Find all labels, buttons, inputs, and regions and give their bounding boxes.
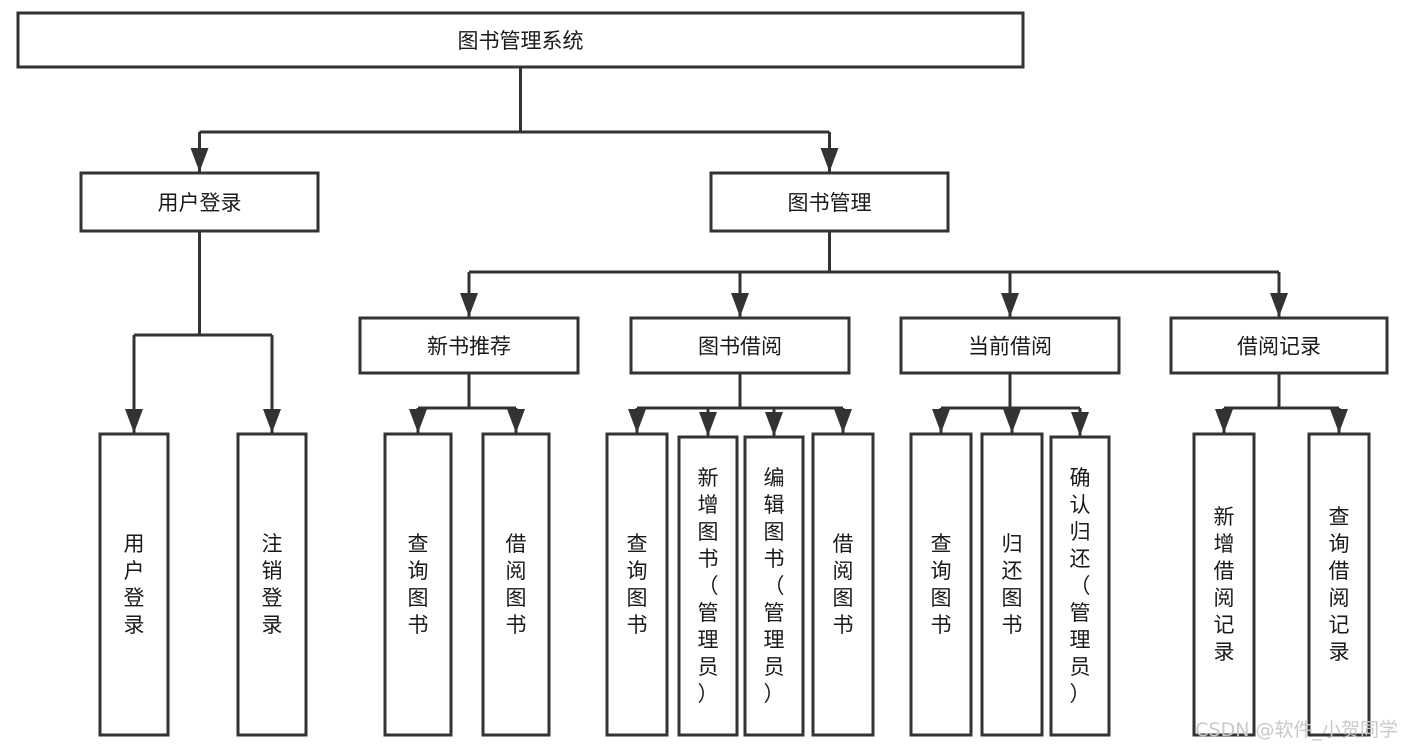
node-编辑图书管理员[interactable]: 编辑图书（管理员） [743,435,805,737]
node-新增图书管理员[interactable]: 新增图书（管理员） [677,435,739,737]
node-label: 新增借阅记录 [1214,505,1235,664]
node-box [98,432,170,737]
node-图书管理系统[interactable]: 图书管理系统 [16,11,1025,69]
node-查询图书[interactable]: 查询图书 [909,432,973,737]
arrow-head-icon [731,293,749,317]
node-box [605,432,669,737]
node-借阅图书[interactable]: 借阅图书 [811,432,875,737]
node-box [1307,432,1371,737]
node-图书借阅[interactable]: 图书借阅 [629,316,851,375]
arrow-head-icon [409,409,427,433]
node-label: 借阅图书 [833,532,854,637]
node-label: 图书借阅 [698,335,782,359]
node-用户登录[interactable]: 用户登录 [98,432,170,737]
arrow-head-icon [1003,409,1021,433]
arrow-head-icon [125,409,143,433]
node-box [980,432,1044,737]
node-label: 借阅记录 [1237,335,1321,359]
node-label: 借阅图书 [506,532,527,637]
node-用户登录[interactable]: 用户登录 [79,171,320,233]
node-图书管理[interactable]: 图书管理 [709,171,950,233]
node-label: 确认归还（管理员） [1070,466,1091,706]
arrow-head-icon [190,148,209,172]
csdn-watermark: CSDN @软件_小贺同学 [1195,719,1398,741]
node-label: 图书管理 [788,191,872,215]
node-借阅记录[interactable]: 借阅记录 [1169,316,1389,375]
node-box [16,11,1025,69]
node-确认归还管理员[interactable]: 确认归还（管理员） [1049,435,1111,737]
arrow-head-icon [1330,409,1348,433]
node-box [1192,432,1256,737]
arrow-head-icon [263,409,281,433]
node-查询图书[interactable]: 查询图书 [605,432,669,737]
node-box [1049,435,1111,737]
node-box [811,432,875,737]
node-box [383,432,453,737]
node-box [481,432,551,737]
arrow-head-icon [765,412,783,436]
node-label: 图书管理系统 [458,29,584,53]
node-box [709,171,950,233]
arrow-head-icon [1071,412,1089,436]
arrow-head-icon [1001,293,1019,317]
node-当前借阅[interactable]: 当前借阅 [899,316,1121,375]
arrow-head-icon [699,412,717,436]
node-label: 新书推荐 [427,335,511,359]
node-label: 查询借阅记录 [1329,505,1350,664]
node-label: 用户登录 [158,191,242,215]
node-box [899,316,1121,375]
node-label: 编辑图书（管理员） [764,466,785,706]
arrow-head-icon [1270,293,1288,317]
node-label: 查询图书 [931,532,952,637]
arrow-head-icon [628,409,646,433]
node-label: 查询图书 [627,532,648,637]
node-box [79,171,320,233]
arrow-head-icon [834,409,852,433]
node-box [358,316,580,375]
node-box [909,432,973,737]
node-label: 用户登录 [124,532,145,637]
node-box [629,316,851,375]
arrow-head-icon [1215,409,1233,433]
node-借阅图书[interactable]: 借阅图书 [481,432,551,737]
node-label: 查询图书 [408,532,429,637]
node-label: 新增图书（管理员） [698,466,719,706]
node-归还图书[interactable]: 归还图书 [980,432,1044,737]
node-label: 当前借阅 [968,335,1052,359]
node-box [236,432,308,737]
node-box [743,435,805,737]
node-label: 归还图书 [1002,532,1023,637]
node-注销登录[interactable]: 注销登录 [236,432,308,737]
node-box [677,435,739,737]
nodes-layer: 图书管理系统用户登录用户登录注销登录图书管理新书推荐查询图书借阅图书图书借阅查询… [16,11,1389,737]
arrow-head-icon [460,293,478,317]
arrow-head-icon [932,409,950,433]
arrow-head-icon [507,409,525,433]
node-新书推荐[interactable]: 新书推荐 [358,316,580,375]
edges-layer [125,67,1348,436]
node-label: 注销登录 [262,532,283,637]
node-查询图书[interactable]: 查询图书 [383,432,453,737]
node-新增借阅记录[interactable]: 新增借阅记录 [1192,432,1256,737]
arrow-head-icon [820,148,839,172]
node-查询借阅记录[interactable]: 查询借阅记录 [1307,432,1371,737]
node-box [1169,316,1389,375]
